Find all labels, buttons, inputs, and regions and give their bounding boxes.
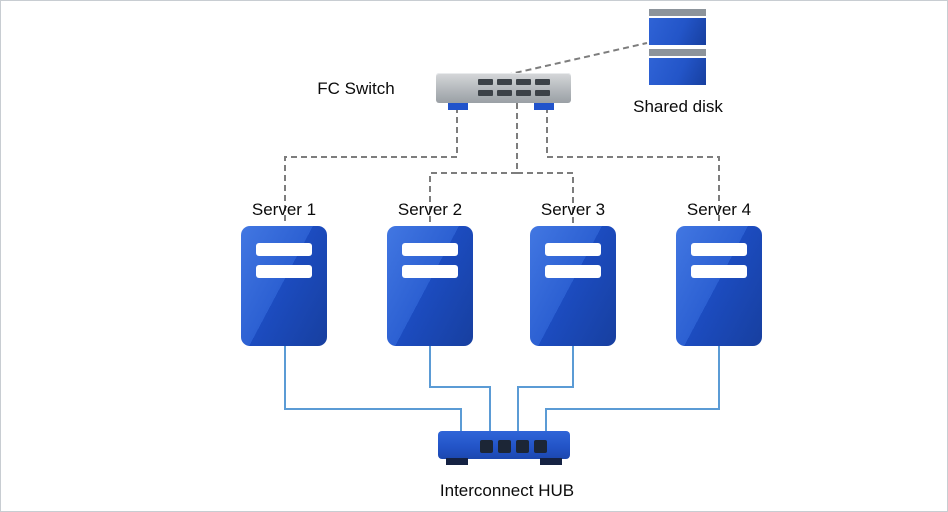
disk-unit: [649, 18, 706, 45]
server2-label: Server 2: [397, 200, 463, 219]
shared-disk-icon: [649, 9, 706, 87]
connector-server1-hub: [284, 346, 462, 431]
fc-switch-label: FC Switch: [317, 79, 395, 98]
fc-switch-ports: [478, 73, 568, 103]
connector-switch-shared-disk: [505, 42, 648, 76]
disk-cap: [649, 9, 706, 16]
hub-foot: [540, 458, 562, 465]
disk-cap: [649, 49, 706, 56]
server-slot: [402, 243, 458, 256]
disk-unit: [649, 58, 706, 85]
connector-server4-hub: [545, 346, 720, 431]
fc-switch-foot: [448, 103, 468, 110]
server-slot: [402, 265, 458, 278]
connector-switch-server4: [546, 107, 720, 224]
server4-label: Server 4: [686, 200, 752, 219]
interconnect-hub-icon: [438, 431, 570, 465]
server-slot: [545, 243, 601, 256]
hub-ports: [480, 440, 547, 453]
server-slot: [691, 265, 747, 278]
connector-server3-hub: [517, 346, 574, 431]
hub-foot: [446, 458, 468, 465]
fc-switch-foot: [534, 103, 554, 110]
interconnect-hub-label: Interconnect HUB: [439, 481, 575, 500]
server3-icon: [530, 226, 616, 346]
server-slot: [256, 265, 312, 278]
server-slot: [545, 265, 601, 278]
server1-icon: [241, 226, 327, 346]
server2-icon: [387, 226, 473, 346]
server-slot: [691, 243, 747, 256]
server1-label: Server 1: [251, 200, 317, 219]
server3-label: Server 3: [540, 200, 606, 219]
server-slot: [256, 243, 312, 256]
fc-switch-icon: [436, 73, 571, 110]
server4-icon: [676, 226, 762, 346]
connector-server2-hub: [429, 346, 491, 431]
connector-switch-server3: [517, 172, 574, 224]
connector-switch-server1: [284, 107, 458, 224]
connector-switch-server2: [429, 172, 517, 224]
shared-disk-label: Shared disk: [633, 97, 723, 116]
